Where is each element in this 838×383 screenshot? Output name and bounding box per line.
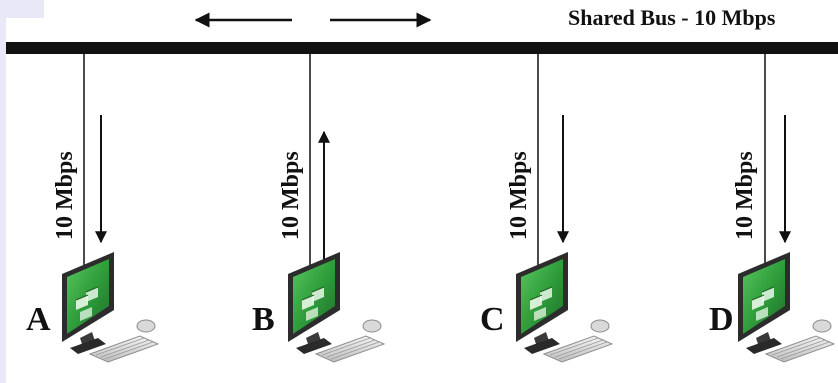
computer-icon-c — [515, 251, 613, 363]
node-c: 10 Mbps C — [480, 54, 613, 363]
computer-icon-a — [61, 251, 159, 363]
node-d: 10 Mbps D — [709, 54, 835, 363]
node-a: 10 Mbps A — [26, 54, 159, 363]
link-label-d: 10 Mbps — [732, 151, 758, 240]
node-label-d: D — [709, 301, 734, 338]
top-left-accent-block — [0, 0, 44, 18]
node-label-c: C — [480, 301, 505, 338]
left-accent-panel — [0, 0, 6, 383]
computer-icon-d — [737, 251, 835, 363]
computer-icon-b — [287, 251, 385, 363]
link-label-c: 10 Mbps — [506, 151, 532, 240]
shared-bus-line — [6, 42, 838, 54]
link-label-a: 10 Mbps — [52, 151, 78, 240]
node-b: 10 Mbps B — [252, 54, 385, 363]
link-label-b: 10 Mbps — [278, 151, 304, 240]
node-label-a: A — [26, 301, 51, 338]
node-label-b: B — [252, 301, 275, 338]
bus-title: Shared Bus - 10 Mbps — [568, 5, 776, 30]
